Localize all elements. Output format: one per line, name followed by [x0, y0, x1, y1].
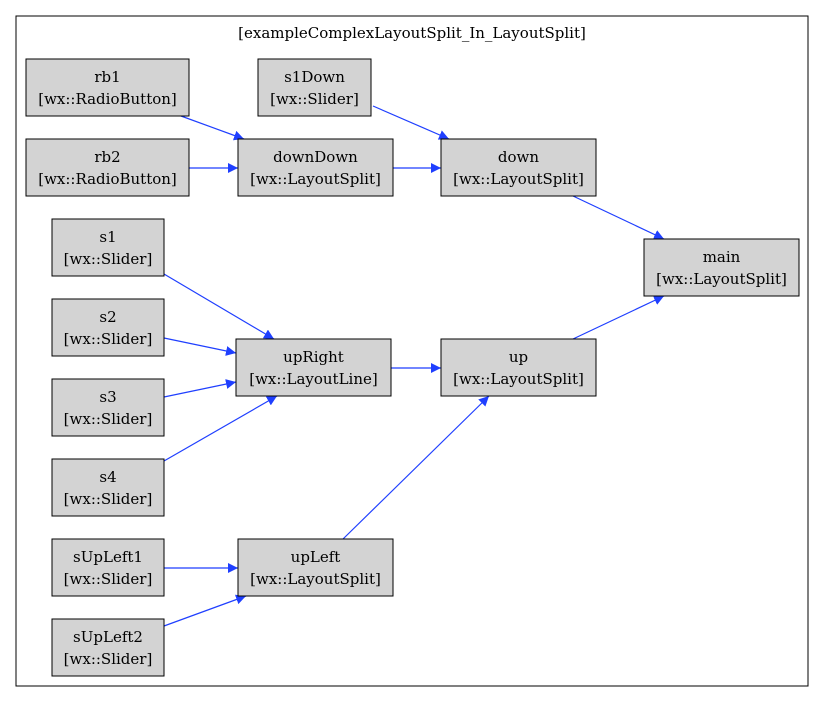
node-type: [wx::LayoutLine] [249, 370, 378, 388]
node-name: sUpLeft1 [73, 548, 143, 566]
node-downDown: downDown[wx::LayoutSplit] [237, 138, 394, 197]
node-rb2: rb2[wx::RadioButton] [25, 138, 190, 197]
node-type: [wx::LayoutSplit] [453, 170, 584, 188]
node-box [51, 618, 165, 677]
node-box [25, 138, 190, 197]
node-name: s3 [99, 388, 116, 406]
node-type: [wx::Slider] [64, 410, 153, 428]
node-sUpLeft1: sUpLeft1[wx::Slider] [51, 538, 165, 597]
node-type: [wx::LayoutSplit] [250, 170, 381, 188]
edge-s2-to-upRight [163, 337, 237, 356]
node-box [257, 58, 372, 117]
edge-down-to-main [572, 195, 665, 240]
node-box [237, 138, 394, 197]
node-name: s4 [99, 468, 116, 486]
node-box [51, 218, 165, 277]
node-s3: s3[wx::Slider] [51, 378, 165, 437]
node-type: [wx::Slider] [64, 490, 153, 508]
node-name: up [509, 348, 528, 366]
node-type: [wx::LayoutSplit] [656, 270, 787, 288]
node-name: down [498, 148, 539, 166]
node-upRight: upRight[wx::LayoutLine] [235, 338, 392, 397]
node-type: [wx::RadioButton] [38, 170, 177, 188]
edge-sUpLeft2-to-upLeft [163, 594, 247, 627]
node-box [440, 138, 597, 197]
node-box [51, 298, 165, 357]
node-main: main[wx::LayoutSplit] [643, 238, 800, 297]
node-name: upRight [283, 348, 344, 366]
node-box [235, 338, 392, 397]
node-rb1: rb1[wx::RadioButton] [25, 58, 190, 117]
node-name: rb2 [94, 148, 120, 166]
node-box [237, 538, 394, 597]
edge-upLeft-to-up [342, 395, 490, 540]
cluster: [exampleComplexLayoutSplit_In_LayoutSpli… [15, 15, 809, 687]
node-s4: s4[wx::Slider] [51, 458, 165, 517]
node-upLeft: upLeft[wx::LayoutSplit] [237, 538, 394, 597]
edge-up-to-main [572, 295, 665, 340]
node-box [25, 58, 190, 117]
cluster-border [15, 15, 809, 687]
node-type: [wx::Slider] [64, 250, 153, 268]
nodes: rb1[wx::RadioButton]rb2[wx::RadioButton]… [25, 58, 800, 677]
edge-s1-to-upRight [163, 273, 275, 340]
node-type: [wx::Slider] [64, 330, 153, 348]
node-s1: s1[wx::Slider] [51, 218, 165, 277]
node-box [51, 458, 165, 517]
node-name: downDown [273, 148, 358, 166]
node-s1Down: s1Down[wx::Slider] [257, 58, 372, 117]
node-type: [wx::LayoutSplit] [453, 370, 584, 388]
edge-s3-to-upRight [163, 379, 237, 398]
edge-s4-to-upRight [163, 395, 278, 462]
node-sUpLeft2: sUpLeft2[wx::Slider] [51, 618, 165, 677]
edge-s1Down-to-down [372, 105, 450, 140]
edge-rb1-to-downDown [180, 115, 245, 141]
node-name: rb1 [94, 68, 120, 86]
node-name: sUpLeft2 [73, 628, 143, 646]
node-box [51, 538, 165, 597]
node-name: main [703, 248, 741, 266]
node-box [440, 338, 597, 397]
node-name: s1Down [284, 68, 345, 86]
node-type: [wx::Slider] [64, 650, 153, 668]
node-name: s2 [99, 308, 116, 326]
node-name: s1 [99, 228, 116, 246]
node-box [643, 238, 800, 297]
node-type: [wx::Slider] [270, 90, 359, 108]
node-type: [wx::LayoutSplit] [250, 570, 381, 588]
node-up: up[wx::LayoutSplit] [440, 338, 597, 397]
node-down: down[wx::LayoutSplit] [440, 138, 597, 197]
edges [163, 105, 665, 627]
cluster-title: [exampleComplexLayoutSplit_In_LayoutSpli… [238, 24, 586, 42]
node-type: [wx::RadioButton] [38, 90, 177, 108]
node-type: [wx::Slider] [64, 570, 153, 588]
node-s2: s2[wx::Slider] [51, 298, 165, 357]
node-box [51, 378, 165, 437]
node-name: upLeft [291, 548, 341, 566]
